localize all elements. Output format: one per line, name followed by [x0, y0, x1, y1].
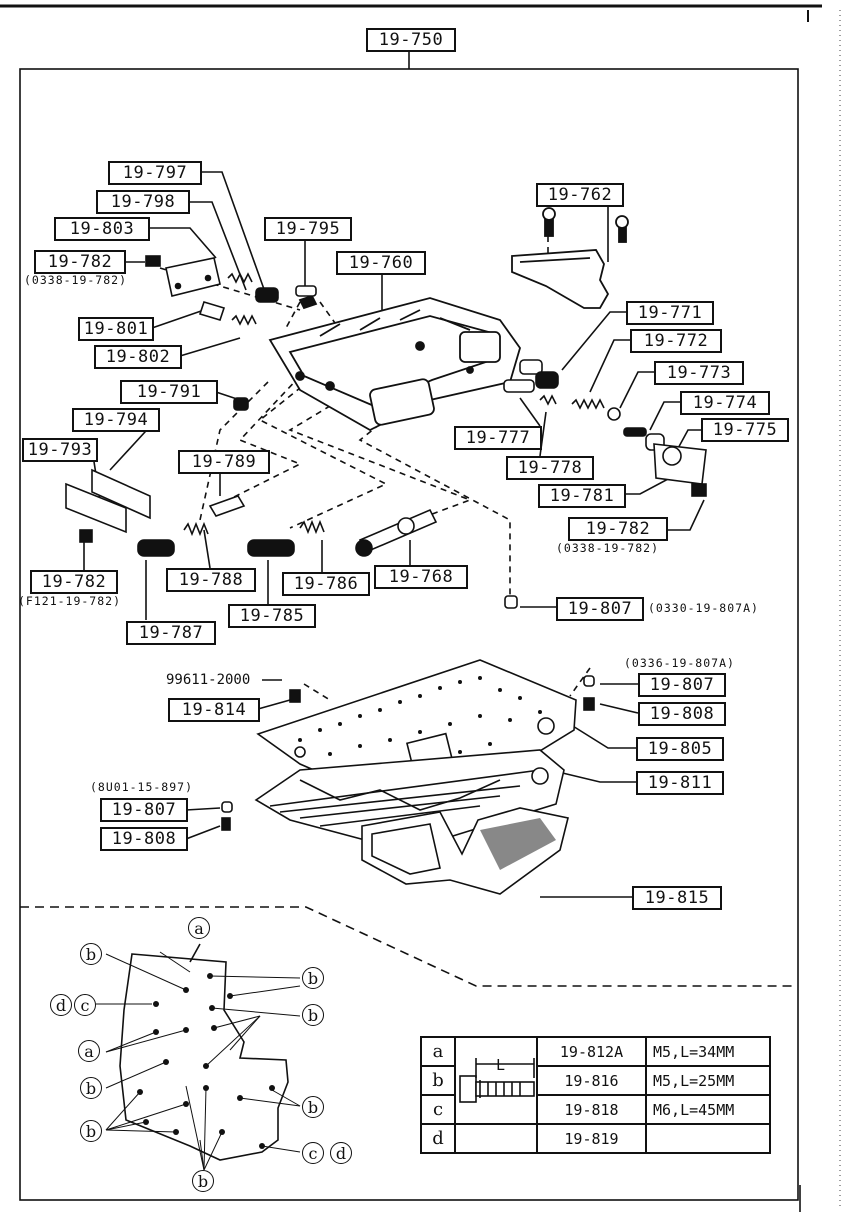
label-19-771: 19-771 — [626, 301, 714, 325]
bolt-legend-table: a L 19-812A M5,L=34MM b 19-816 M5,L=25MM… — [420, 1036, 771, 1154]
bolt-legend-part: 19-819 — [536, 1123, 647, 1154]
bolt-legend-part: 19-818 — [536, 1094, 647, 1125]
label-19-786: 19-786 — [282, 572, 370, 596]
label-19-781: 19-781 — [538, 484, 626, 508]
cover-plate-drawing — [511, 207, 629, 309]
label-19-774: 19-774 — [680, 391, 770, 415]
label-19-789: 19-789 — [178, 450, 270, 474]
bolt-legend-row-c: c 19-818 M6,L=45MM — [420, 1094, 771, 1125]
bolt-legend-key: a — [420, 1036, 456, 1067]
label-19-808-left: 19-808 — [100, 827, 188, 851]
small-parts-drawing — [65, 255, 707, 831]
label-19-794: 19-794 — [72, 408, 160, 432]
note-19-782-upper: (0338-19-782) — [24, 273, 128, 287]
note-19-807-right: (0336-19-807A) — [624, 656, 735, 670]
bolt-key-c-right: c — [302, 1142, 324, 1164]
label-19-760: 19-760 — [336, 251, 426, 275]
label-19-775: 19-775 — [701, 418, 789, 442]
bolt-key-a-top: a — [188, 917, 210, 939]
label-19-788: 19-788 — [166, 568, 256, 592]
label-19-782-upper: 19-782 — [34, 250, 126, 274]
bolt-legend-size: M5,L=34MM — [645, 1036, 771, 1067]
label-19-807-upper: 19-807 — [556, 597, 644, 621]
label-19-801: 19-801 — [78, 317, 154, 341]
bolt-map-drawing — [96, 943, 301, 1171]
bolt-legend-size: M5,L=25MM — [645, 1065, 771, 1096]
bolt-key-b-bottom: b — [192, 1170, 214, 1192]
label-19-768: 19-768 — [374, 565, 468, 589]
note-19-807-upper: (0330-19-807A) — [648, 601, 759, 615]
bolt-legend-key: b — [420, 1065, 456, 1096]
label-19-805: 19-805 — [636, 737, 724, 761]
label-19-803: 19-803 — [54, 217, 150, 241]
label-19-782-right: 19-782 — [568, 517, 668, 541]
note-19-807-left: (8U01-15-897) — [90, 780, 194, 794]
note-19-782-left: (F121-19-782) — [18, 594, 122, 608]
oil-strainer-drawing — [361, 807, 569, 895]
label-19-777: 19-777 — [454, 426, 542, 450]
bolt-legend-part: 19-816 — [536, 1065, 647, 1096]
bolt-key-b-left3: b — [80, 1120, 102, 1142]
label-19-782-left: 19-782 — [30, 570, 118, 594]
bolt-key-d-right: d — [330, 1142, 352, 1164]
bolt-drawing-cell: L — [454, 1036, 538, 1125]
label-19-795: 19-795 — [264, 217, 352, 241]
label-19-793: 19-793 — [22, 438, 98, 462]
label-19-815: 19-815 — [632, 886, 722, 910]
label-19-808-right: 19-808 — [638, 702, 726, 726]
label-19-785: 19-785 — [228, 604, 316, 628]
bolt-legend-key: c — [420, 1094, 456, 1125]
label-19-814: 19-814 — [168, 698, 260, 722]
label-19-811: 19-811 — [636, 771, 724, 795]
bolt-key-b-right1: b — [302, 967, 324, 989]
label-19-807-left: 19-807 — [100, 798, 188, 822]
part-99611-2000: 99611-2000 — [166, 672, 251, 688]
label-19-802: 19-802 — [94, 345, 182, 369]
bolt-legend-key: d — [420, 1123, 456, 1154]
label-19-787: 19-787 — [126, 621, 216, 645]
lower-valve-body-drawing — [254, 749, 565, 853]
bolt-legend-row-d: d 19-819 — [420, 1123, 771, 1154]
bolt-key-d-left: d — [50, 994, 72, 1016]
label-19-762: 19-762 — [536, 183, 624, 207]
bolt-key-b-topleft: b — [80, 943, 102, 965]
note-19-782-right: (0338-19-782) — [556, 541, 660, 555]
label-19-798: 19-798 — [96, 190, 190, 214]
valve-body-drawing — [268, 294, 521, 432]
label-main-assembly: 19-750 — [366, 28, 456, 52]
dimension-label: L — [496, 1055, 506, 1074]
bolt-key-b-right3: b — [302, 1096, 324, 1118]
label-19-797: 19-797 — [108, 161, 202, 185]
bolt-legend-size: M6,L=45MM — [645, 1094, 771, 1125]
bolt-legend-row-b: b 19-816 M5,L=25MM — [420, 1065, 771, 1096]
label-19-778: 19-778 — [506, 456, 594, 480]
bolt-drawing-cell-empty — [454, 1123, 538, 1154]
bolt-key-b-right2: b — [302, 1004, 324, 1026]
label-19-772: 19-772 — [630, 329, 722, 353]
bolt-legend-part: 19-812A — [536, 1036, 647, 1067]
bolt-legend-size — [645, 1123, 771, 1154]
label-19-791: 19-791 — [120, 380, 218, 404]
bolt-legend-row-a: a L 19-812A M5,L=34MM — [420, 1036, 771, 1125]
label-19-773: 19-773 — [654, 361, 744, 385]
bolt-key-c-left: c — [74, 994, 96, 1016]
label-19-807-right: 19-807 — [638, 673, 726, 697]
bolt-key-b-left2: b — [80, 1077, 102, 1099]
bolt-key-a-left: a — [78, 1040, 100, 1062]
